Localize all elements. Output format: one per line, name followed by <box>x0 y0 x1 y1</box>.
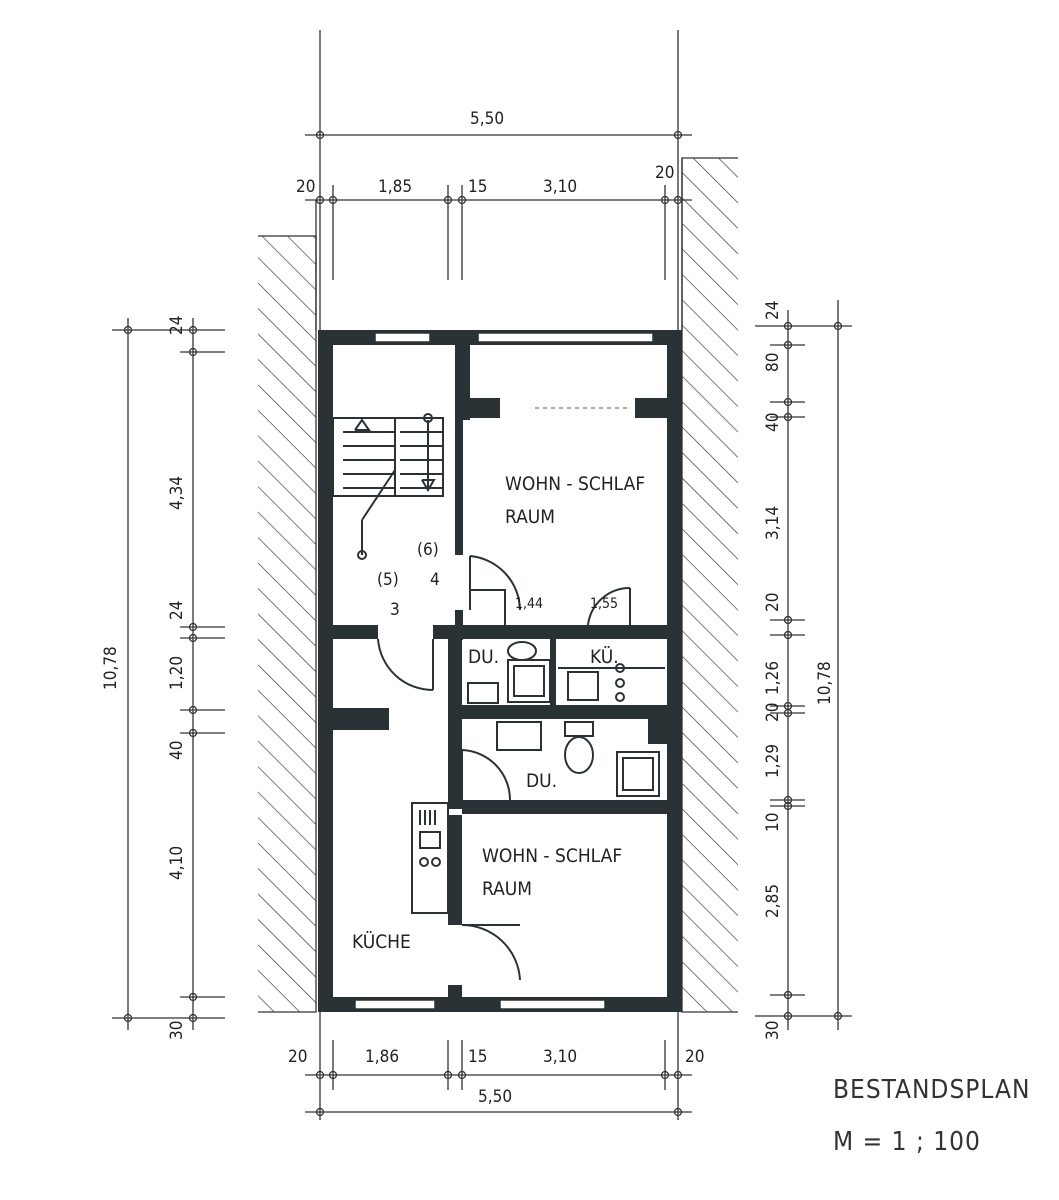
room-label-shower-large: DU. <box>526 770 557 792</box>
dim-left: 40 <box>167 741 187 760</box>
doors <box>377 555 631 981</box>
room-label-shower-small: DU. <box>468 646 499 668</box>
stair-label: 4 <box>430 570 440 590</box>
dim-bottom: 20 <box>288 1047 307 1067</box>
plan-scale: M = 1 ; 100 <box>833 1127 981 1157</box>
staircase <box>332 413 444 560</box>
extension-lines <box>319 30 679 1120</box>
neighbor-wall-left <box>258 235 317 1013</box>
dim-left: 4,34 <box>167 476 187 510</box>
dim-left: 1,20 <box>167 656 187 690</box>
dim-left-total: 10,78 <box>101 646 121 690</box>
dim-top: 20 <box>296 177 315 197</box>
room-label-kitchenette: KÜ. <box>590 645 619 668</box>
dim-right: 3,14 <box>763 506 783 540</box>
door-width-label: 1,44 <box>515 596 543 612</box>
dim-right: 80 <box>763 353 783 372</box>
dim-right: 2,85 <box>763 884 783 918</box>
dim-right: 1,29 <box>763 744 783 778</box>
room-label-living-lower: WOHN - SCHLAF <box>482 845 622 867</box>
neighbor-wall-right <box>681 157 738 1013</box>
balcony-outline <box>315 158 683 330</box>
dim-bottom: 15 <box>468 1047 487 1067</box>
dim-right: 24 <box>763 301 783 320</box>
dim-bottom: 20 <box>685 1047 704 1067</box>
right-dimension-lines <box>755 300 852 1030</box>
dim-left: 4,10 <box>167 846 187 880</box>
dim-left: 24 <box>167 601 187 620</box>
dim-right-total: 10,78 <box>815 661 835 705</box>
stair-label: 3 <box>390 600 400 620</box>
dim-top: 3,10 <box>543 177 577 197</box>
dim-right: 20 <box>763 593 783 612</box>
stair-label: (6) <box>417 540 439 560</box>
dim-top: 1,85 <box>378 177 412 197</box>
dim-top-total: 5,50 <box>470 109 504 129</box>
room-label-living-upper-2: RAUM <box>505 506 555 528</box>
dim-right: 20 <box>763 703 783 722</box>
dim-right: 30 <box>763 1021 783 1040</box>
plan-title: BESTANDSPLAN <box>833 1075 1031 1105</box>
dim-right: 1,26 <box>763 661 783 695</box>
windows <box>354 332 654 1010</box>
dim-left: 24 <box>167 316 187 335</box>
stair-label: (5) <box>377 570 399 590</box>
dim-top: 20 <box>655 163 674 183</box>
dim-top: 15 <box>468 177 487 197</box>
room-label-kitchen: KÜCHE <box>352 930 411 953</box>
left-dimension-lines <box>112 318 225 1030</box>
top-dimension-lines <box>305 130 692 1117</box>
dim-left: 30 <box>167 1021 187 1040</box>
dim-right: 10 <box>763 813 783 832</box>
dim-bottom: 1,86 <box>365 1047 399 1067</box>
dim-bottom-total: 5,50 <box>478 1087 512 1107</box>
bathroom-fixtures <box>411 641 665 914</box>
room-label-living-upper: WOHN - SCHLAF <box>505 473 645 495</box>
dim-bottom: 3,10 <box>543 1047 577 1067</box>
room-label-living-lower-2: RAUM <box>482 878 532 900</box>
door-width-label: 1,55 <box>590 596 618 612</box>
dim-right: 40 <box>763 413 783 432</box>
